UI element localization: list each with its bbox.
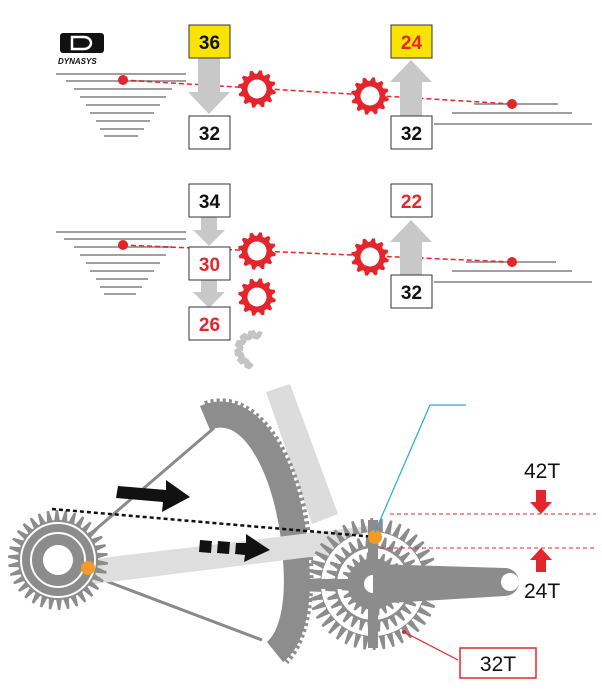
cog-hole [247, 241, 267, 261]
top-chain-line [122, 79, 513, 105]
chain-line-dashed [51, 507, 377, 539]
rear-tire [199, 401, 310, 663]
top-shift-diagram: 36 32 24 32 [56, 24, 592, 150]
top-box-32-left-label: 32 [199, 124, 220, 145]
middle-box-30-label: 30 [199, 255, 220, 276]
cog-hole [360, 247, 380, 267]
chain-stay-lower [89, 573, 263, 642]
chain-move-arrow-solid [116, 480, 190, 512]
middle-rear-cog-2 [238, 278, 276, 316]
middle-rear-point [118, 240, 128, 250]
seat-tube [266, 384, 338, 524]
middle-box-34-label: 34 [199, 192, 221, 213]
middle-down-arrow-1 [193, 216, 225, 246]
middle-box-32 [390, 274, 433, 309]
middle-box-22-label: 22 [401, 192, 422, 213]
label-32T: 32T [480, 653, 516, 676]
callout-line-cyan [374, 404, 466, 533]
callout-line-32T [403, 631, 459, 661]
top-box-32-right-label: 32 [401, 124, 422, 145]
cog-hole [360, 86, 380, 106]
cog-body [234, 330, 263, 370]
top-box-32-right [390, 115, 433, 150]
middle-box-26-label: 26 [199, 315, 220, 336]
middle-box-32-label: 32 [401, 283, 422, 304]
top-box-24-label: 24 [401, 33, 423, 54]
rear-cassette-hub [43, 545, 73, 575]
rear-axle-marker [81, 561, 95, 575]
label-32T-box [459, 647, 537, 679]
label-24T: 24T [524, 580, 560, 603]
middle-rear-cog-3 [234, 330, 263, 370]
middle-up-arrow [390, 220, 432, 276]
chain-move-arrow-dashed [199, 534, 270, 562]
middle-box-30 [188, 246, 231, 281]
middle-rear-cog-1 [238, 232, 276, 270]
middle-box-34 [188, 183, 231, 218]
callout-dot-32T [402, 630, 406, 634]
label-42T: 42T [524, 460, 560, 483]
top-box-36-label: 36 [199, 33, 220, 54]
top-rear-point [118, 75, 128, 85]
middle-box-22 [390, 183, 433, 218]
down-arrow-42T [530, 490, 552, 514]
top-box-24 [390, 24, 433, 59]
chain-stay [86, 525, 382, 584]
top-rear-cog [238, 70, 276, 108]
top-left-down-arrow [188, 58, 230, 114]
middle-chain-line [122, 244, 513, 263]
top-front-point [507, 99, 517, 109]
rear-cassette-ring-1 [20, 522, 96, 598]
dynasys-logo: DYNASYS [58, 33, 104, 66]
rear-cassette-ring-2 [30, 532, 86, 588]
middle-shift-diagram: 34 30 26 22 32 [56, 183, 592, 370]
middle-box-26 [188, 306, 231, 341]
middle-front-cog [351, 238, 389, 276]
top-box-32-left [188, 115, 231, 150]
middle-down-arrow-2 [193, 278, 225, 308]
crank-arm [373, 564, 519, 604]
top-front-cog [351, 77, 389, 115]
up-arrow-24T [530, 548, 552, 572]
bike-drivetrain-illustration: 42T 24T 32T [8, 384, 596, 679]
middle-front-point [507, 257, 517, 267]
logo-text: DYNASYS [58, 57, 97, 66]
cog-hole [247, 287, 267, 307]
cog-hole [247, 79, 267, 99]
top-box-36 [188, 24, 231, 59]
top-right-up-arrow [390, 60, 432, 116]
pedal-hole [501, 573, 519, 591]
front-contact-marker [368, 530, 382, 544]
